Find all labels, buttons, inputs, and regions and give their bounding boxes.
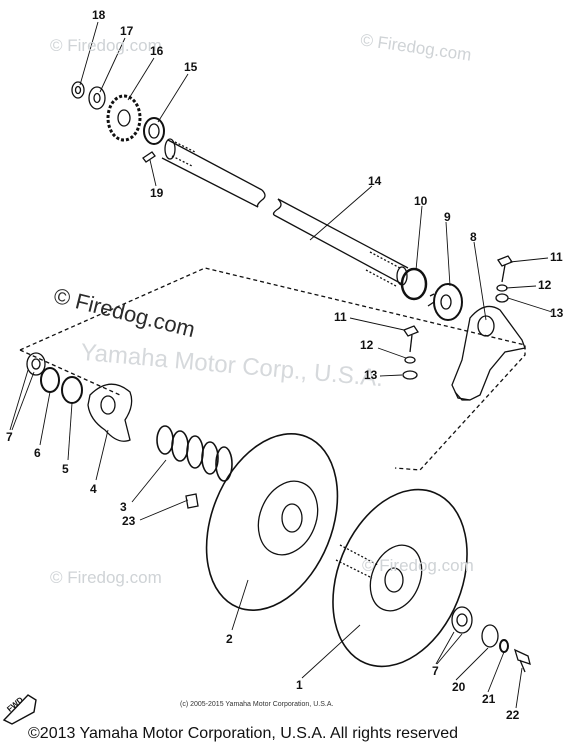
- fastener-set-lower: [402, 325, 419, 380]
- part-8-bracket: [451, 305, 526, 401]
- callout-14: 14: [368, 174, 382, 188]
- part-4-cam: [87, 383, 133, 442]
- assembly-outline: [19, 267, 526, 471]
- part-7-left-seal: [26, 352, 46, 376]
- callout-7-left: 7: [6, 430, 13, 444]
- part-22-bolt: [513, 648, 531, 673]
- part-19-key: [142, 151, 156, 163]
- callout-19: 19: [150, 186, 164, 200]
- fastener-set-upper: [495, 255, 513, 303]
- callout-2: 2: [226, 632, 233, 646]
- part-2-sheave: [205, 432, 339, 612]
- part-6-ring: [40, 367, 60, 393]
- callout-11-upper: 11: [550, 250, 563, 264]
- part-5-ring: [61, 376, 83, 404]
- watermark-firedog: © Firedog.com: [50, 568, 162, 587]
- callout-10: 10: [414, 194, 428, 208]
- callout-21: 21: [482, 692, 496, 706]
- callout-22: 22: [506, 708, 520, 722]
- callout-16: 16: [150, 44, 164, 58]
- callout-9: 9: [444, 210, 451, 224]
- inner-copyright: (c) 2005-2015 Yamaha Motor Corporation, …: [180, 701, 334, 708]
- part-1-sheave: [332, 488, 468, 668]
- part-17-washer: [88, 86, 106, 110]
- callout-1: 1: [296, 678, 303, 692]
- callout-18: 18: [92, 8, 106, 22]
- part-23-weight: [185, 493, 199, 509]
- callout-23: 23: [122, 514, 136, 528]
- part-14-shaft: [161, 138, 409, 287]
- leader-lines: [9, 21, 553, 709]
- callout-12-lower: 12: [360, 338, 374, 352]
- part-21-lockwasher: [499, 639, 509, 653]
- callout-13-upper: 13: [550, 306, 564, 320]
- callout-5: 5: [62, 462, 69, 476]
- callout-8: 8: [470, 230, 477, 244]
- callout-12-upper: 12: [538, 278, 552, 292]
- footer-copyright: ©2013 Yamaha Motor Corporation, U.S.A. A…: [28, 725, 459, 742]
- watermark-firedog: © Firedog.com: [362, 556, 474, 575]
- fwd-arrow: [2, 694, 37, 725]
- callout-11-lower: 11: [334, 310, 347, 324]
- watermark-firedog: © Firedog.com: [50, 36, 162, 55]
- callout-4: 4: [90, 482, 97, 496]
- assembly-outline-left: [19, 349, 121, 396]
- callout-13-lower: 13: [364, 368, 378, 382]
- part-9-bearing: [427, 283, 463, 321]
- callout-17: 17: [120, 24, 134, 38]
- callout-6: 6: [34, 446, 41, 460]
- part-10-circlip: [400, 267, 428, 301]
- callout-7-right: 7: [432, 664, 439, 678]
- part-18-nut: [71, 81, 85, 99]
- callout-3: 3: [120, 500, 127, 514]
- part-15-bearing: [143, 117, 165, 145]
- callout-20: 20: [452, 680, 466, 694]
- callout-15: 15: [184, 60, 198, 74]
- part-7-right-seal: [451, 606, 473, 634]
- part-20-washer: [481, 624, 499, 648]
- part-16-sprocket: [106, 94, 142, 142]
- part-3-spring: [156, 425, 233, 482]
